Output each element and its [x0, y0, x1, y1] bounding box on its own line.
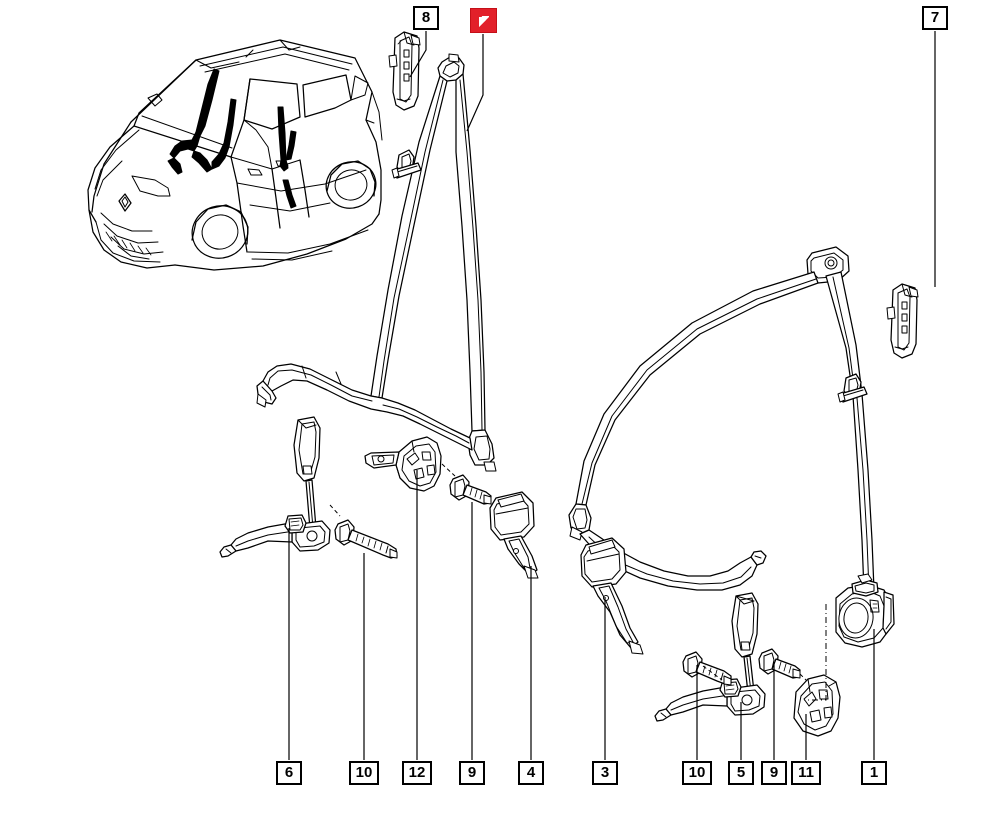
callout-7[interactable]: 7: [922, 6, 948, 30]
anchor-bolt-left: [441, 463, 492, 505]
arrow-cursor-icon: [476, 13, 493, 30]
anchor-bracket-left: [364, 436, 442, 492]
anchor-bolt-right: [758, 648, 813, 687]
selected-part-marker[interactable]: [470, 8, 497, 33]
seat-belt-buckle-right: [580, 537, 644, 655]
callout-3[interactable]: 3: [592, 761, 618, 785]
height-adjuster-rail-left: [388, 31, 421, 111]
callout-9-left[interactable]: 9: [459, 761, 485, 785]
vehicle-illustration: [87, 39, 383, 271]
callout-4[interactable]: 4: [518, 761, 544, 785]
highlighted-front-belt: [167, 68, 237, 175]
highlighted-rear-belt-2: [282, 179, 297, 209]
front-seat-belt-webbing-left: [256, 53, 497, 472]
callout-6[interactable]: 6: [276, 761, 302, 785]
callout-8[interactable]: 8: [413, 6, 439, 30]
callout-10-left[interactable]: 10: [349, 761, 379, 785]
height-adjuster-rail-right: [886, 283, 919, 359]
callout-11[interactable]: 11: [791, 761, 821, 785]
anchor-bracket-right: [793, 674, 841, 737]
buckle-stalk-left: [219, 416, 331, 558]
callout-5[interactable]: 5: [728, 761, 754, 785]
pretensioner-bolt-right: [682, 651, 732, 686]
callout-1[interactable]: 1: [861, 761, 887, 785]
seat-belt-buckle-left: [489, 491, 539, 579]
callout-9-right[interactable]: 9: [761, 761, 787, 785]
pretensioner-bolt-left: [329, 504, 398, 559]
callout-12[interactable]: 12: [402, 761, 432, 785]
highlighted-rear-belt: [277, 106, 297, 172]
front-seat-belt-webbing-right: [568, 246, 875, 592]
callout-10-right[interactable]: 10: [682, 761, 712, 785]
seat-belt-retractor-reel: [804, 573, 895, 701]
buckle-stalk-right: [654, 592, 766, 722]
leader-lines: [288, 31, 936, 760]
